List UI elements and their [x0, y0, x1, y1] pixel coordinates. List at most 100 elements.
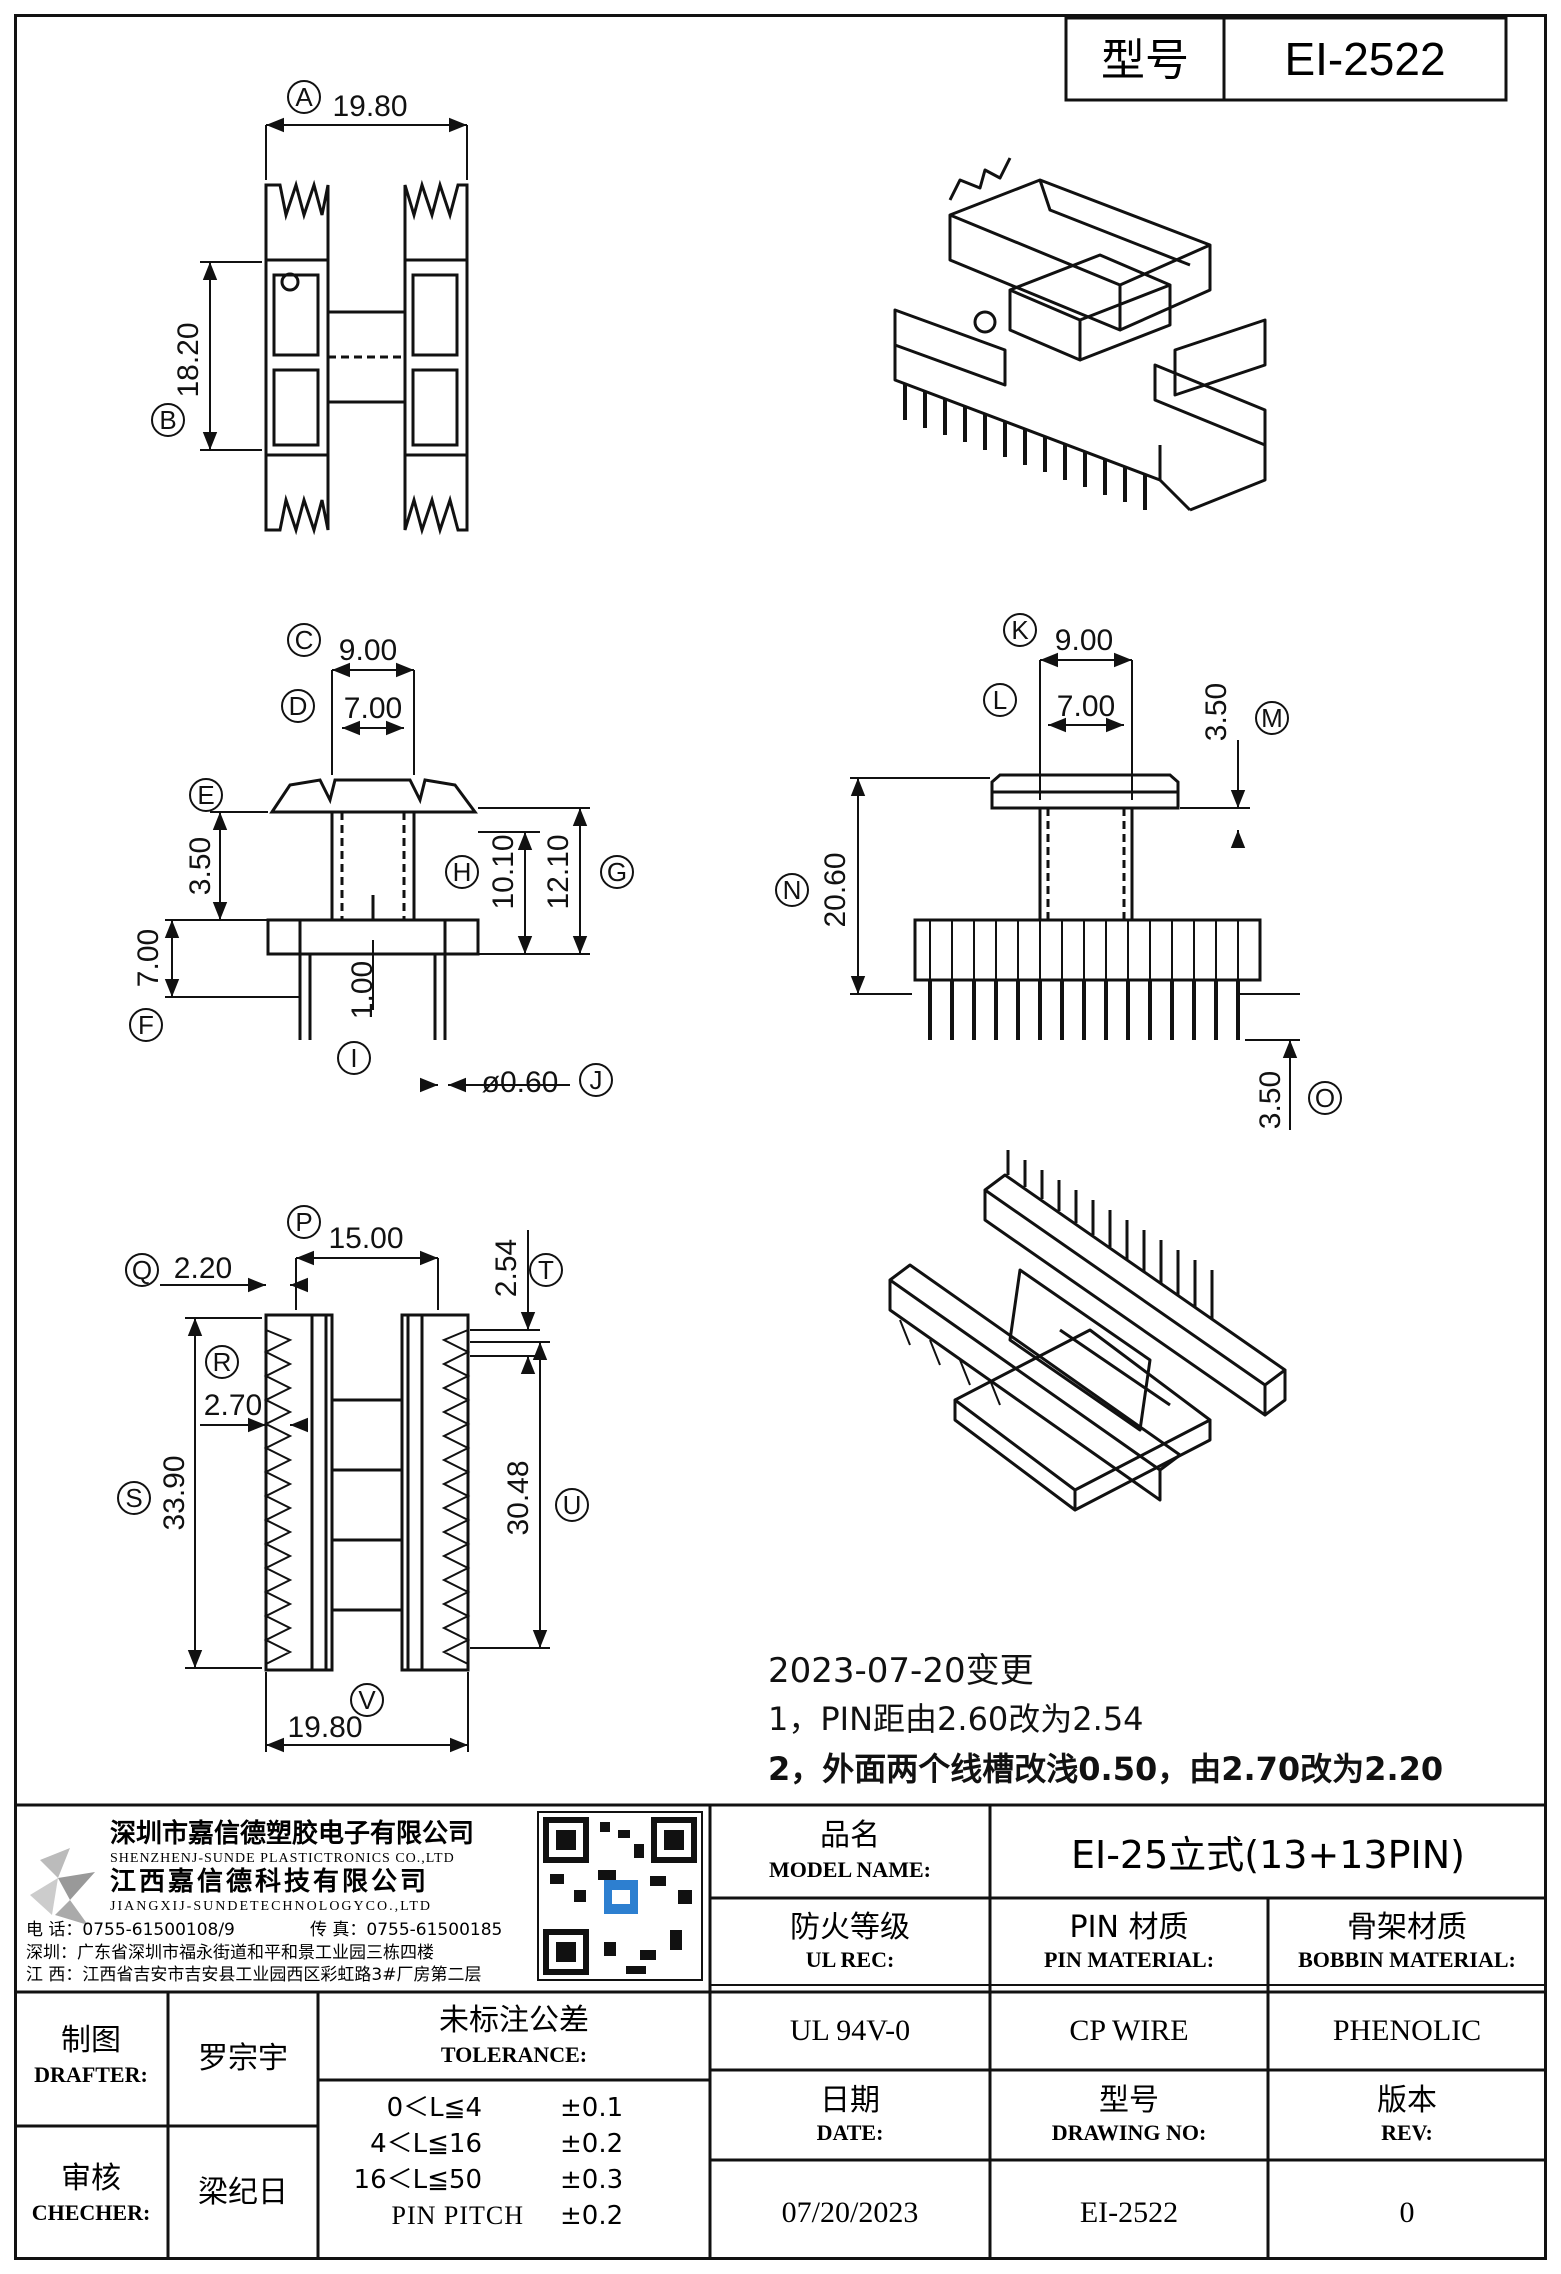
tolerance-range-4: PIN PITCH: [391, 2201, 524, 2230]
dim-d-value: 7.00: [344, 692, 402, 725]
company-fax: 传 真：0755-61500185: [310, 1920, 502, 1940]
note-date: 2023-07-20变更: [768, 1651, 1034, 1691]
dim-q: Q 2.20: [125, 1252, 308, 1293]
dim-i: I 1.00: [337, 940, 379, 1075]
dim-u-label: U: [563, 1490, 582, 1520]
tb-drawing-value: EI-2522: [1080, 2196, 1178, 2229]
dim-s-label: S: [125, 1483, 142, 1513]
tolerance-value-1: ±0.1: [560, 2093, 623, 2123]
bottom-view: [263, 1313, 471, 1672]
dim-b-label: B: [159, 405, 176, 435]
tb-product-cn: 品名: [820, 1818, 880, 1853]
dim-t: T 2.54: [470, 1230, 563, 1374]
dim-q-label: Q: [132, 1255, 152, 1285]
tb-bobbin-cn: 骨架材质: [1347, 1910, 1467, 1945]
header-model-value: EI-2522: [1284, 33, 1445, 85]
tb-checker-cn: 审核: [61, 2161, 121, 2196]
tb-ul-cn: 防火等级: [790, 1910, 910, 1945]
tb-drawing-en: DRAWING NO:: [1052, 2120, 1207, 2145]
tb-pin-cn: PIN 材质: [1070, 1910, 1189, 1945]
dim-l-value: 7.00: [1057, 690, 1115, 723]
tb-rev-cn: 版本: [1377, 2083, 1437, 2118]
dim-h-value: 10.10: [487, 834, 520, 909]
dim-f: F 7.00: [129, 919, 300, 1042]
company-name-jx-en: JIANGXIJ-SUNDETECHNOLOGYCO.,LTD: [110, 1899, 432, 1914]
tb-rev-en: REV:: [1381, 2120, 1433, 2145]
isometric-view-bottom: [888, 1150, 1287, 1512]
dim-i-value: 1.00: [346, 961, 379, 1019]
dim-i-label: I: [350, 1043, 357, 1073]
company-name-sz: 深圳市嘉信德塑胶电子有限公司: [110, 1818, 474, 1849]
dim-e-label: E: [197, 780, 214, 810]
dim-k-value: 9.00: [1055, 624, 1113, 657]
dim-p-label: P: [295, 1207, 312, 1237]
dim-f-value: 7.00: [132, 929, 165, 987]
dim-c-value: 9.00: [339, 634, 397, 667]
company-name-jx: 江西嘉信德科技有限公司: [110, 1867, 429, 1897]
tb-drafter-en: DRAFTER:: [34, 2062, 148, 2087]
dim-t-label: T: [538, 1255, 554, 1285]
dim-j-value: ø0.60: [482, 1066, 559, 1099]
dim-u-value: 30.48: [502, 1460, 535, 1535]
top-view: [264, 179, 469, 536]
dim-o-label: O: [1315, 1083, 1335, 1113]
dim-q-value: 2.20: [174, 1252, 232, 1285]
note-line-2: 2，外面两个线槽改浅0.50，由2.70改为2.20: [768, 1750, 1443, 1788]
dim-t-value: 2.54: [490, 1239, 523, 1297]
dim-c-label: C: [295, 625, 314, 655]
header-model-label: 型号: [1101, 35, 1189, 86]
dim-f-label: F: [138, 1010, 154, 1040]
dim-h-label: H: [453, 857, 472, 887]
dim-n: N 20.60: [775, 777, 990, 995]
tolerance-value-4: ±0.2: [560, 2201, 623, 2231]
dim-g-label: G: [607, 857, 627, 887]
tolerance-range-1: 0＜L≦4: [387, 2093, 482, 2123]
dim-n-label: N: [783, 875, 802, 905]
dim-b: B 18.20: [151, 261, 262, 451]
company-tel: 电 话：0755-61500108/9: [26, 1920, 235, 1940]
dim-c: C 9.00: [287, 623, 415, 775]
tb-ul-value: UL 94V-0: [790, 2014, 910, 2047]
tolerance-value-3: ±0.3: [560, 2165, 623, 2195]
tb-checker-value: 梁纪日: [198, 2175, 288, 2210]
tolerance-range-3: 16＜L≦50: [354, 2165, 482, 2195]
tb-ul-en: UL REC:: [806, 1947, 895, 1972]
tb-tolerance-cn: 未标注公差: [439, 2003, 589, 2038]
dim-p-value: 15.00: [328, 1222, 403, 1255]
tb-checker-en: CHECHER:: [32, 2200, 151, 2225]
dim-l: L 7.00: [983, 683, 1124, 733]
qr-code: [537, 1811, 703, 1981]
dim-k: K 9.00: [1003, 613, 1133, 800]
dim-s-value: 33.90: [158, 1455, 191, 1530]
dim-n-value: 20.60: [819, 852, 852, 927]
dim-l-label: L: [993, 685, 1007, 715]
tb-date-value: 07/20/2023: [782, 2196, 919, 2229]
tb-rev-value: 0: [1400, 2196, 1415, 2229]
dim-s: S 33.90: [117, 1317, 262, 1669]
tb-drafter-value: 罗宗宇: [198, 2041, 288, 2076]
dim-p: P 15.00: [287, 1205, 439, 1310]
dim-o-value: 3.50: [1254, 1071, 1287, 1129]
side-view: [913, 773, 1262, 1040]
dim-v: V 19.80: [265, 1672, 469, 1753]
title-block: [14, 1803, 1547, 2260]
dim-k-label: K: [1011, 615, 1029, 645]
company-address-sz: 深圳：广东省深圳市福永街道和平和景工业园三栋四楼: [26, 1943, 434, 1963]
dim-o: O 3.50: [1240, 993, 1342, 1130]
dim-r: R 2.70: [200, 1345, 308, 1433]
tb-bobbin-en: BOBBIN MATERIAL:: [1298, 1947, 1516, 1972]
note-line-1: 1，PIN距由2.60改为2.54: [768, 1700, 1144, 1738]
dim-m-label: M: [1261, 703, 1283, 733]
dim-b-value: 18.20: [172, 322, 205, 397]
dim-g: G 12.10: [478, 807, 634, 955]
tb-product-en: MODEL NAME:: [769, 1857, 931, 1882]
dim-e-value: 3.50: [184, 837, 217, 895]
company-name-sz-en: SHENZHENJ-SUNDE PLASTICTRONICS CO.,LTD: [110, 1851, 455, 1866]
header-model-box: 型号 EI-2522: [1064, 16, 1508, 102]
tb-product-value: EI-25立式(13+13PIN): [1071, 1833, 1465, 1877]
dim-a-label: A: [295, 82, 313, 112]
tb-date-en: DATE:: [817, 2120, 884, 2145]
tb-pin-value: CP WIRE: [1069, 2014, 1188, 2047]
dim-v-value: 19.80: [287, 1711, 362, 1744]
